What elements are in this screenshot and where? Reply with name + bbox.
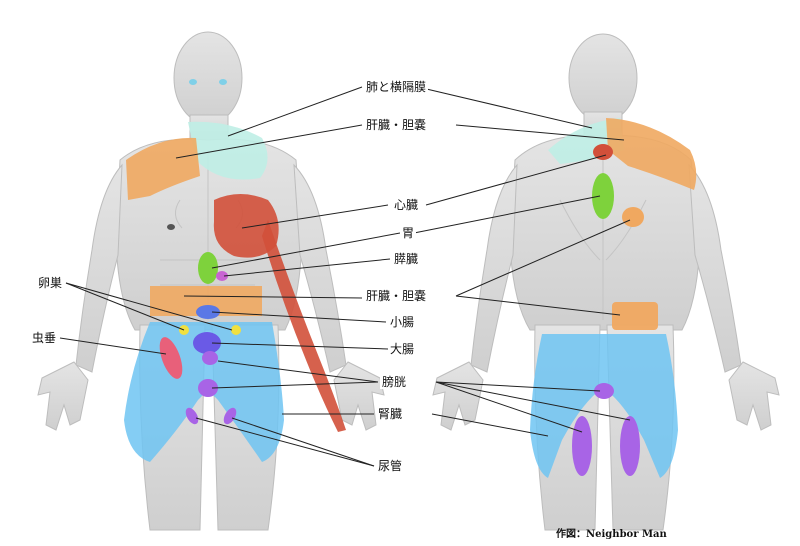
label-pancreas: 膵臓 <box>392 252 420 266</box>
credit-text: 作図：Neighbor Man <box>556 525 667 540</box>
label-appendix: 虫垂 <box>30 331 58 345</box>
right-eye-icon <box>219 79 227 85</box>
label-stomach: 胃 <box>400 226 416 240</box>
front-stomach <box>198 252 218 284</box>
label-liver-gallbladder-upper: 肝臓・胆嚢 <box>364 118 428 132</box>
back-kidney-left <box>572 416 592 476</box>
label-liver-gallbladder-lower: 肝臓・胆嚢 <box>364 289 428 303</box>
front-ovary-right <box>231 325 241 335</box>
nipple-icon <box>167 224 175 230</box>
back-lower-region <box>530 334 678 478</box>
left-eye-icon <box>189 79 197 85</box>
label-kidney: 腎臓 <box>376 407 404 421</box>
label-heart: 心臓 <box>392 198 420 212</box>
back-liver-lower <box>612 302 658 330</box>
leader-lungs-back <box>418 87 592 128</box>
label-lungs-diaphragm: 肺と横隔膜 <box>364 80 428 94</box>
label-bladder: 膀胱 <box>380 375 408 389</box>
label-large-intestine: 大腸 <box>388 342 416 356</box>
label-ovary: 卵巣 <box>36 276 64 290</box>
label-small-intestine: 小腸 <box>388 315 416 329</box>
front-bladder-upper <box>202 351 218 365</box>
back-kidney-right <box>620 416 640 476</box>
back-body-figure <box>433 34 779 530</box>
label-ureter: 尿管 <box>376 459 404 473</box>
back-stomach <box>592 173 614 219</box>
back-liver-mid <box>622 207 644 227</box>
